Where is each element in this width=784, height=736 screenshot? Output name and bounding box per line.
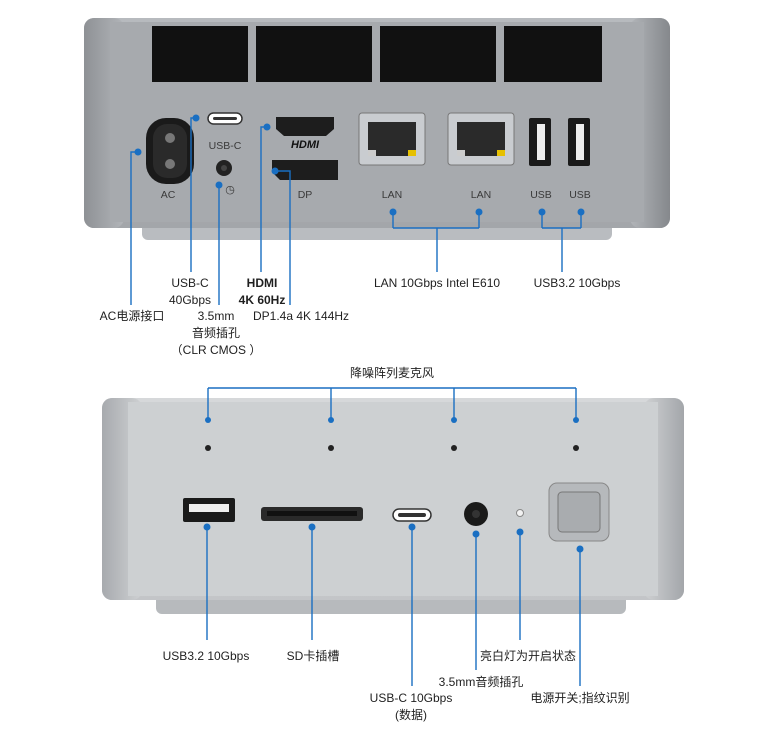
port-label-usb: USB [569,189,591,201]
port-label-usb-c: USB-C [208,140,242,152]
callout-usb32-front: USB3.2 10Gbps [162,649,250,663]
mic-hole [451,445,457,451]
callout-led: 亮白灯为开启状态 [479,649,577,663]
headphone-icon: ◷ [225,184,235,196]
mic-hole [573,445,579,451]
vent [256,26,372,82]
callout-audio-front: 3.5mm音频插孔 [438,675,524,689]
callout-sd: SD卡插槽 [286,649,340,663]
callout-audio-line2: 音频插孔 [191,326,240,340]
front-panel-device [102,398,684,614]
port-label-lan: LAN [470,189,492,201]
vent [380,26,496,82]
mic-hole [328,445,334,451]
mic-hole [205,445,211,451]
status-led [516,509,524,517]
callout-usb-c-front-line2: (数据) [394,708,427,722]
fingerprint-sensor [557,491,601,533]
callout-usb-c-line1: USB-C [171,276,209,290]
callout-lan: LAN 10Gbps Intel E610 [373,276,501,290]
lan-port [358,112,426,166]
hdmi-port [276,117,334,136]
callout-hdmi-line2: 4K 60Hz [238,293,286,307]
port-label-usb: USB [530,189,552,201]
callout-hdmi: HDMI 4K 60Hz [239,276,286,307]
callout-audio-line1: 3.5mm [197,309,235,323]
callout-usb-c-line2: 40Gbps [168,293,212,307]
rear-panel-device [84,18,670,240]
port-label-dp: DP [297,189,313,201]
callout-power: 电源开关;指纹识别 [530,691,630,705]
callout-audio: 3.5mm 音频插孔 （CLR CMOS ） [171,309,262,357]
vent [152,26,248,82]
vent [504,26,602,82]
callout-dp: DP1.4a 4K 144Hz [252,309,350,323]
dp-port [272,160,338,180]
callout-usb-c: USB-C 40Gbps [169,276,211,307]
callout-usb-c-front: USB-C 10Gbps (数据) [370,691,453,722]
lan-port [447,112,515,166]
hdmi-logo: HDMI [290,139,320,151]
callout-audio-line3: （CLR CMOS ） [170,343,262,357]
port-label-ac: AC [160,189,176,201]
callout-hdmi-line1: HDMI [246,276,278,290]
callout-usb-c-front-line1: USB-C 10Gbps [369,691,453,705]
callout-ac: AC电源接口 [99,309,165,323]
callout-usb32-rear: USB3.2 10Gbps [533,276,621,290]
ac-power-port [146,118,194,184]
port-label-lan: LAN [381,189,403,201]
callout-mic: 降噪阵列麦克风 [349,366,435,380]
